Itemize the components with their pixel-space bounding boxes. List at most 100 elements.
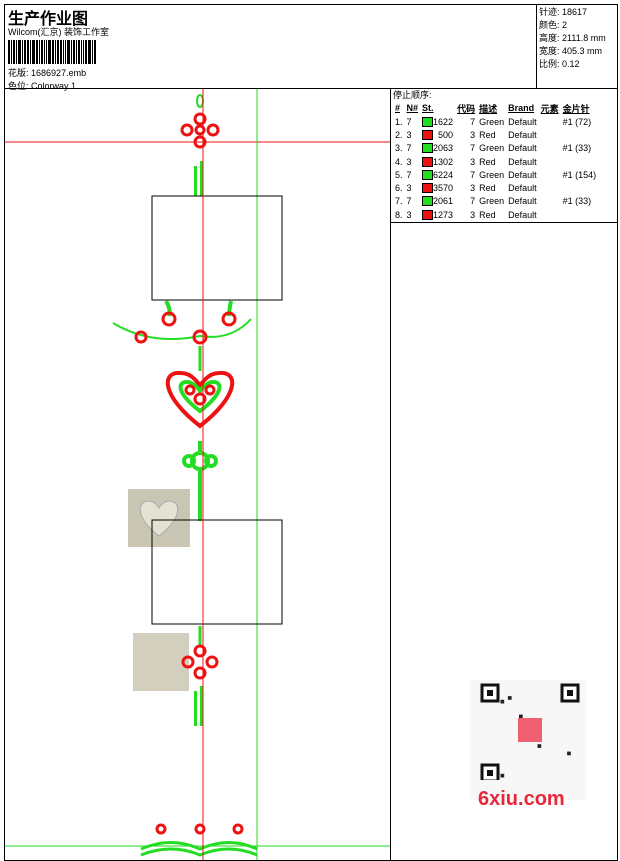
color-swatch: [422, 143, 434, 154]
green-knot-motif: [182, 441, 218, 521]
color-swatch: [422, 116, 434, 127]
element: [539, 168, 561, 181]
color-description: Green: [479, 169, 505, 180]
thread-brand: Default: [508, 169, 537, 180]
sequin-needle: #1 (33): [562, 143, 592, 154]
thread-brand: Default: [508, 196, 537, 207]
stitch-count: 1273: [420, 208, 455, 221]
row-index: 4.: [395, 156, 403, 167]
stitch-count: 3570: [420, 181, 455, 194]
column-header: 元素: [540, 103, 559, 114]
color-code: 7: [470, 143, 476, 154]
color-description: Green: [479, 143, 505, 154]
needle-number: 3: [406, 209, 412, 220]
stitch-count: 6224: [420, 168, 455, 181]
sequin-needle: #1 (72): [562, 116, 592, 127]
design-preview: [4, 88, 391, 861]
sequin-needle: [561, 128, 599, 141]
qr-code-image: [480, 683, 580, 783]
embroidery-drawing: [5, 89, 390, 860]
table-row: 6. 3 3570 3 Red Default: [393, 181, 598, 194]
column-header: 描述: [479, 103, 498, 114]
sequin-needle: #1 (154): [562, 169, 597, 180]
sequin-swatch-texture: [133, 633, 189, 691]
stitch-count: 500: [420, 128, 455, 141]
table-row: 5. 7 6224 7 Green Default #1 (154): [393, 168, 598, 181]
needle-number: 3: [406, 156, 412, 167]
color-swatch: [422, 169, 434, 180]
thread-brand: Default: [508, 116, 537, 127]
table-row: 1. 7 1622 7 Green Default #1 (72): [393, 115, 598, 128]
header: 生产作业图 Wilcom(汇京) 装饰工作室 花版: 1686927.emb 色…: [4, 4, 537, 92]
stat-height: 高度: 2111.8 mm: [539, 33, 606, 43]
needle-number: 7: [406, 116, 412, 127]
bottom-knot-motif: [181, 626, 219, 726]
needle-number: 3: [406, 129, 412, 140]
color-code: 3: [470, 129, 476, 140]
color-code: 3: [470, 183, 476, 194]
color-code: 3: [470, 209, 476, 220]
table-row: 7. 7 2061 7 Green Default #1 (33): [393, 195, 598, 208]
row-index: 5.: [395, 169, 403, 180]
row-index: 8.: [395, 209, 403, 220]
needle-number: 7: [406, 169, 412, 180]
color-description: Red: [479, 183, 496, 194]
stop-sequence-caption: 停止顺序:: [393, 90, 432, 100]
company-name: Wilcom(汇京) 装饰工作室: [8, 27, 109, 37]
needle-number: 3: [406, 183, 412, 194]
sequin-needle: [561, 208, 599, 221]
column-header: N#: [406, 103, 419, 113]
watermark-site: 6xiu.com: [478, 788, 565, 810]
color-description: Red: [479, 209, 496, 220]
color-code: 7: [470, 116, 476, 127]
color-description: Red: [479, 156, 496, 167]
color-swatch: [422, 156, 434, 167]
colorway-label: 色位:: [8, 81, 29, 91]
page-title: 生产作业图: [8, 11, 89, 28]
table-row: 2. 3 500 3 Red Default: [393, 128, 598, 141]
color-description: Green: [479, 196, 505, 207]
thread-brand: Default: [508, 209, 537, 220]
design-file: 花版: 1686927.emb: [8, 66, 86, 79]
thread-brand: Default: [508, 129, 537, 140]
color-description: Green: [479, 116, 505, 127]
color-description: Red: [479, 129, 496, 140]
row-index: 6.: [395, 183, 403, 194]
color-swatch: [422, 183, 434, 194]
hoop-frame-2: [151, 519, 283, 625]
barcode: [8, 40, 123, 64]
stitch-count: 1622: [420, 115, 455, 128]
thread-brand: Default: [508, 156, 537, 167]
colorway: 色位: Colorway 1: [8, 79, 76, 92]
column-header: 金片针: [562, 103, 590, 114]
element: [539, 142, 561, 155]
needle-number: 7: [406, 143, 412, 154]
column-header: 代码: [457, 103, 476, 114]
color-swatch: [422, 196, 434, 207]
thread-brand: Default: [508, 143, 537, 154]
color-swatch: [422, 209, 434, 220]
column-header: #: [395, 103, 401, 113]
element: [539, 155, 561, 168]
sequin-needle: [561, 155, 599, 168]
stat-stitches: 针迹: 18617: [539, 7, 588, 17]
qr-code: [470, 680, 586, 800]
column-header: St.: [422, 103, 434, 113]
stitch-count: 1302: [420, 155, 455, 168]
row-index: 1.: [395, 116, 403, 127]
table-row: 4. 3 1302 3 Red Default: [393, 155, 598, 168]
color-code: 3: [470, 156, 476, 167]
element: [539, 208, 561, 221]
element: [539, 115, 561, 128]
thread-brand: Default: [508, 183, 537, 194]
stitch-count: 2061: [420, 195, 455, 208]
stats-panel: 针迹: 18617 颜色: 2 高度: 2111.8 mm 宽度: 405.3 …: [536, 4, 618, 89]
sequin-needle: [561, 181, 599, 194]
stat-width: 宽度: 405.3 mm: [539, 46, 603, 56]
bottom-border-motif: [140, 823, 258, 857]
element: [539, 195, 561, 208]
color-code: 7: [470, 169, 476, 180]
garland-motif: [112, 299, 252, 345]
color-swatch: [422, 129, 434, 140]
